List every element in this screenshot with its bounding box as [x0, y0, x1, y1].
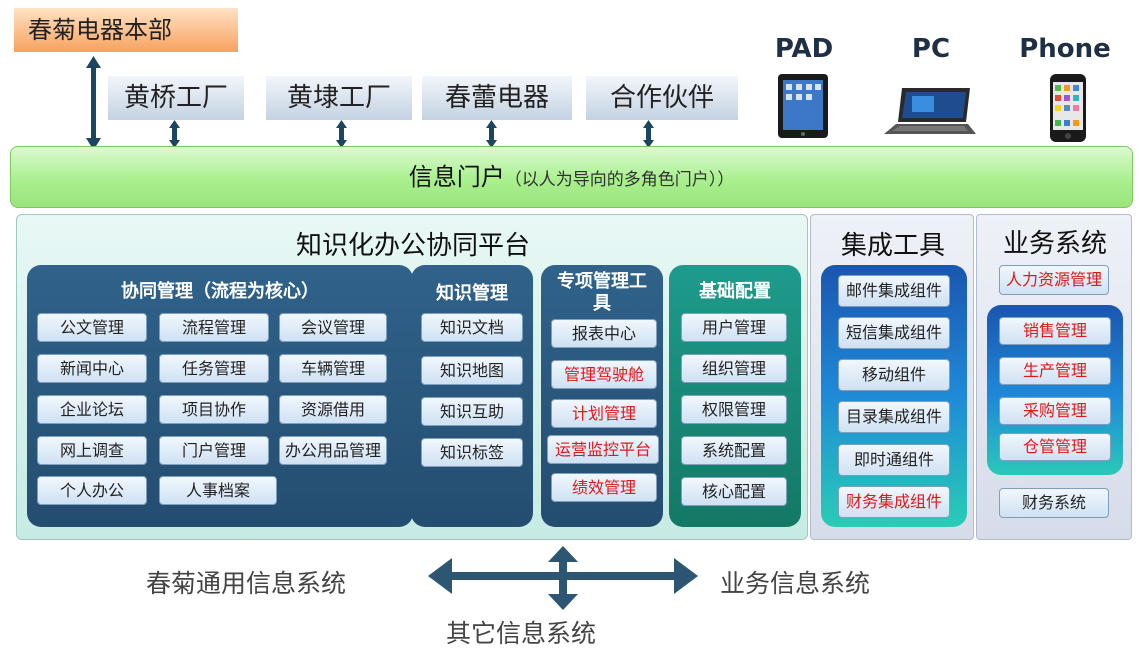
special-item-3[interactable]: 运营监控平台	[547, 435, 659, 464]
integration-title: 集成工具	[840, 231, 945, 261]
business-item-1[interactable]: 生产管理	[999, 357, 1111, 385]
collab-item-11[interactable]: 办公用品管理	[279, 436, 387, 465]
info-portal-bar: 信息门户（以人为导向的多角色门户））	[10, 146, 1133, 208]
knowledge-item-3[interactable]: 知识标签	[421, 438, 523, 467]
knowledge-item-1[interactable]: 知识地图	[421, 356, 523, 385]
collab-item-12[interactable]: 个人办公	[37, 476, 147, 505]
branch-huangdai: 黄埭工厂	[266, 76, 412, 120]
collab-item-6[interactable]: 企业论坛	[37, 395, 147, 424]
base-config-group-title: 基础配置	[699, 281, 771, 302]
special-item-2[interactable]: 计划管理	[551, 399, 657, 428]
knowledge-group: 知识管理 知识文档 知识地图 知识互助 知识标签	[411, 265, 533, 527]
device-label-pc: PC	[911, 34, 951, 64]
integration-group: 邮件集成组件 短信集成组件 移动组件 目录集成组件 即时通组件 财务集成组件	[821, 265, 967, 527]
collab-platform-panel: 知识化办公协同平台 协同管理（流程为核心） 公文管理 流程管理 会议管理 新闻中…	[16, 214, 808, 540]
collab-group: 协同管理（流程为核心） 公文管理 流程管理 会议管理 新闻中心 任务管理 车辆管…	[27, 265, 413, 527]
branch-huangqiao: 黄桥工厂	[108, 76, 244, 120]
business-title: 业务系统	[1002, 229, 1107, 259]
integration-item-0[interactable]: 邮件集成组件	[838, 275, 950, 307]
integration-item-3[interactable]: 目录集成组件	[838, 401, 950, 433]
portal-subtitle: （以人为导向的多角色门户））	[504, 170, 735, 190]
integration-item-5[interactable]: 财务集成组件	[838, 486, 950, 518]
base-item-1[interactable]: 组织管理	[681, 354, 787, 383]
integration-item-4[interactable]: 即时通组件	[838, 444, 950, 476]
collab-item-0[interactable]: 公文管理	[37, 313, 147, 342]
bottom-center-label: 其它信息系统	[446, 619, 597, 648]
branch-chunlei: 春蕾电器	[422, 76, 572, 120]
integration-item-1[interactable]: 短信集成组件	[838, 317, 950, 349]
portal-title: 信息门户	[408, 163, 505, 191]
base-item-4[interactable]: 核心配置	[681, 477, 787, 506]
knowledge-item-0[interactable]: 知识文档	[421, 313, 523, 342]
collab-item-1[interactable]: 流程管理	[159, 313, 269, 342]
integration-item-2[interactable]: 移动组件	[838, 359, 950, 391]
integration-tools-panel: 集成工具 邮件集成组件 短信集成组件 移动组件 目录集成组件 即时通组件 财务集…	[810, 214, 974, 540]
base-item-2[interactable]: 权限管理	[681, 395, 787, 424]
device-label-pad: PAD	[774, 34, 834, 64]
collab-item-7[interactable]: 项目协作	[159, 395, 269, 424]
special-item-4[interactable]: 绩效管理	[551, 473, 657, 502]
collab-item-13[interactable]: 人事档案	[159, 476, 277, 505]
collab-item-5[interactable]: 车辆管理	[279, 354, 387, 383]
business-item-0[interactable]: 销售管理	[999, 317, 1111, 345]
business-hr[interactable]: 人力资源管理	[999, 265, 1109, 295]
phone-icon	[1050, 74, 1086, 142]
collab-item-9[interactable]: 网上调查	[37, 436, 147, 465]
business-finance[interactable]: 财务系统	[999, 488, 1109, 518]
connector-arrows	[86, 56, 654, 150]
base-config-group: 基础配置 用户管理 组织管理 权限管理 系统配置 核心配置	[669, 265, 801, 527]
business-systems-panel: 业务系统 人力资源管理 销售管理 生产管理 采购管理 仓管管理 财务系统	[976, 214, 1132, 540]
base-item-0[interactable]: 用户管理	[681, 313, 787, 342]
business-group: 销售管理 生产管理 采购管理 仓管管理	[987, 305, 1123, 475]
bottom-right-label: 业务信息系统	[720, 569, 871, 598]
branch-partner: 合作伙伴	[586, 76, 738, 120]
business-item-2[interactable]: 采购管理	[999, 397, 1111, 425]
collab-item-4[interactable]: 任务管理	[159, 354, 269, 383]
collab-item-10[interactable]: 门户管理	[159, 436, 269, 465]
collab-item-2[interactable]: 会议管理	[279, 313, 387, 342]
laptop-icon	[884, 88, 976, 134]
special-item-0[interactable]: 报表中心	[551, 319, 657, 348]
cross-arrow-icon	[428, 546, 698, 610]
bottom-left-label: 春菊通用信息系统	[146, 569, 347, 598]
special-item-1[interactable]: 管理驾驶舱	[551, 360, 657, 389]
special-tools-group-title: 专项管理工具	[557, 271, 647, 314]
tablet-icon	[778, 74, 828, 138]
platform-title: 知识化办公协同平台	[295, 231, 530, 261]
hq-label: 春菊电器本部	[14, 8, 238, 52]
device-label-phone: Phone	[1019, 34, 1111, 64]
special-tools-group: 专项管理工具 报表中心 管理驾驶舱 计划管理 运营监控平台 绩效管理	[541, 265, 663, 527]
knowledge-group-title: 知识管理	[436, 283, 508, 304]
knowledge-item-2[interactable]: 知识互助	[421, 397, 523, 426]
collab-group-title: 协同管理（流程为核心）	[121, 281, 319, 302]
business-item-3[interactable]: 仓管管理	[999, 433, 1111, 461]
collab-item-3[interactable]: 新闻中心	[37, 354, 147, 383]
collab-item-8[interactable]: 资源借用	[279, 395, 387, 424]
base-item-3[interactable]: 系统配置	[681, 436, 787, 465]
